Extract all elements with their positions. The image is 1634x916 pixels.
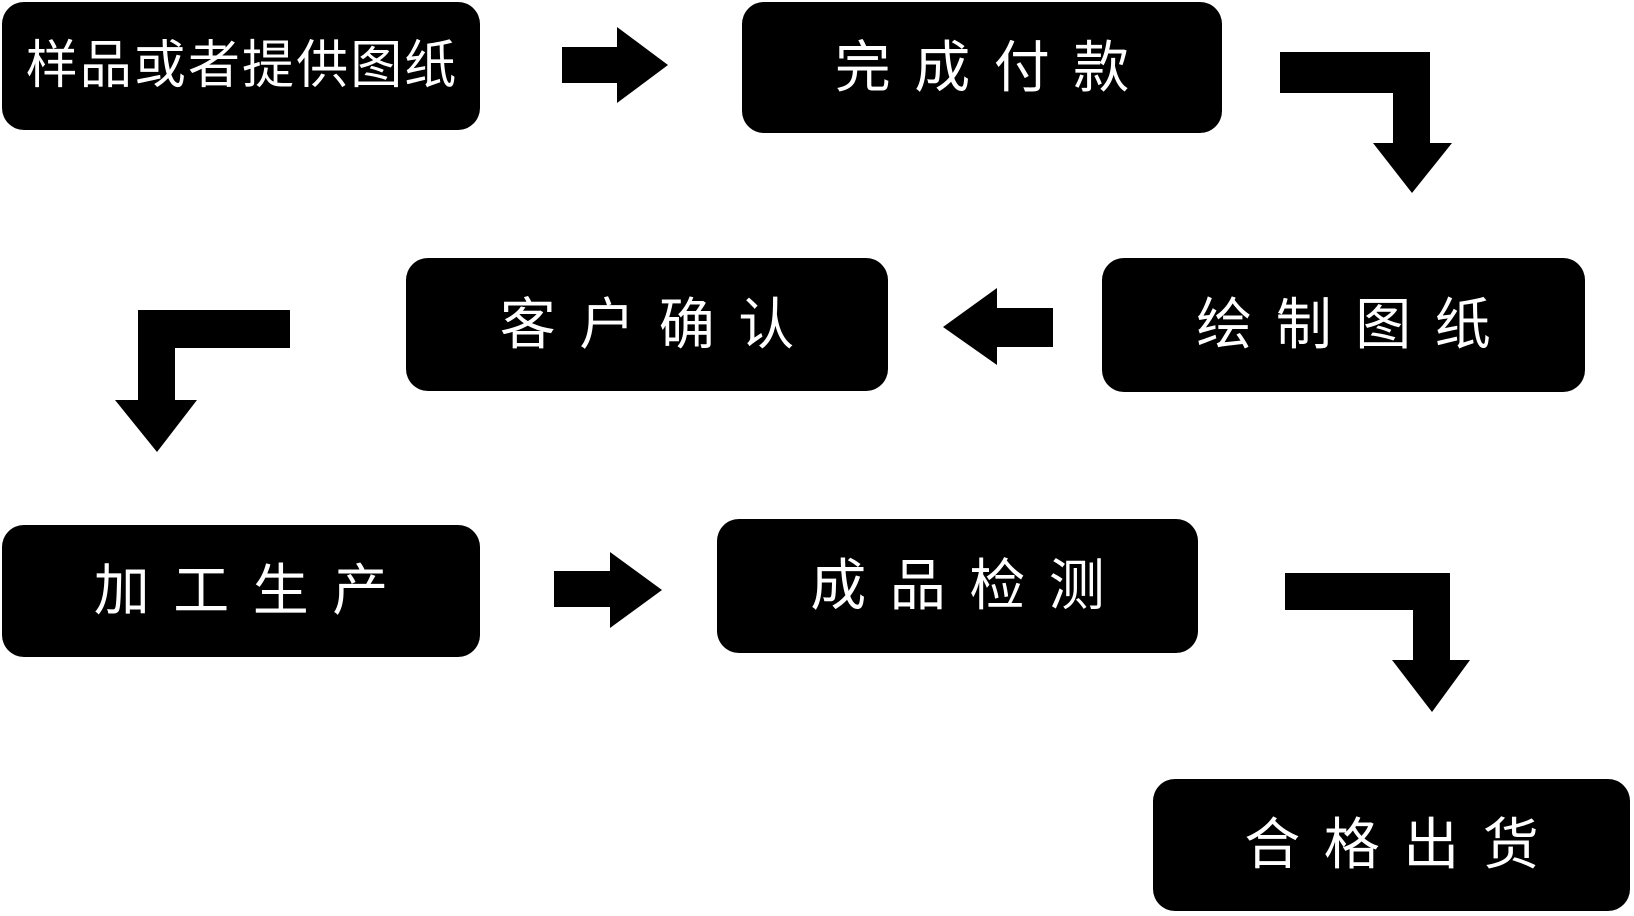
flow-node-label: 合格出货: [1244, 813, 1563, 876]
arrow-sample-to-payment-right-icon: [562, 27, 668, 103]
flow-node-label: 成品检测: [810, 554, 1129, 617]
flow-node-confirm: 客户确认: [406, 258, 888, 391]
flow-node-label: 加工生产: [93, 559, 412, 622]
arrow-confirm-to-production-elbow-icon: [115, 310, 290, 452]
arrow-payment-to-draw-elbow-icon: [1280, 52, 1452, 193]
flow-node-ship: 合格出货: [1153, 779, 1630, 911]
arrow-draw-to-confirm-left-icon: [943, 288, 1053, 365]
flow-node-label: 客户确认: [499, 292, 818, 356]
flow-node-label: 完成付款: [834, 35, 1153, 99]
flow-node-sample: 样品或者提供图纸: [2, 2, 480, 130]
flow-node-production: 加工生产: [2, 525, 480, 657]
flow-node-inspect: 成品检测: [717, 519, 1198, 653]
flow-node-label: 样品或者提供图纸: [25, 37, 459, 95]
flow-node-draw: 绘制图纸: [1102, 258, 1585, 392]
arrow-production-to-inspect-right-icon: [554, 552, 662, 628]
arrow-inspect-to-ship-elbow-icon: [1285, 573, 1470, 712]
flow-node-payment: 完成付款: [742, 2, 1222, 133]
flow-node-label: 绘制图纸: [1196, 293, 1515, 356]
